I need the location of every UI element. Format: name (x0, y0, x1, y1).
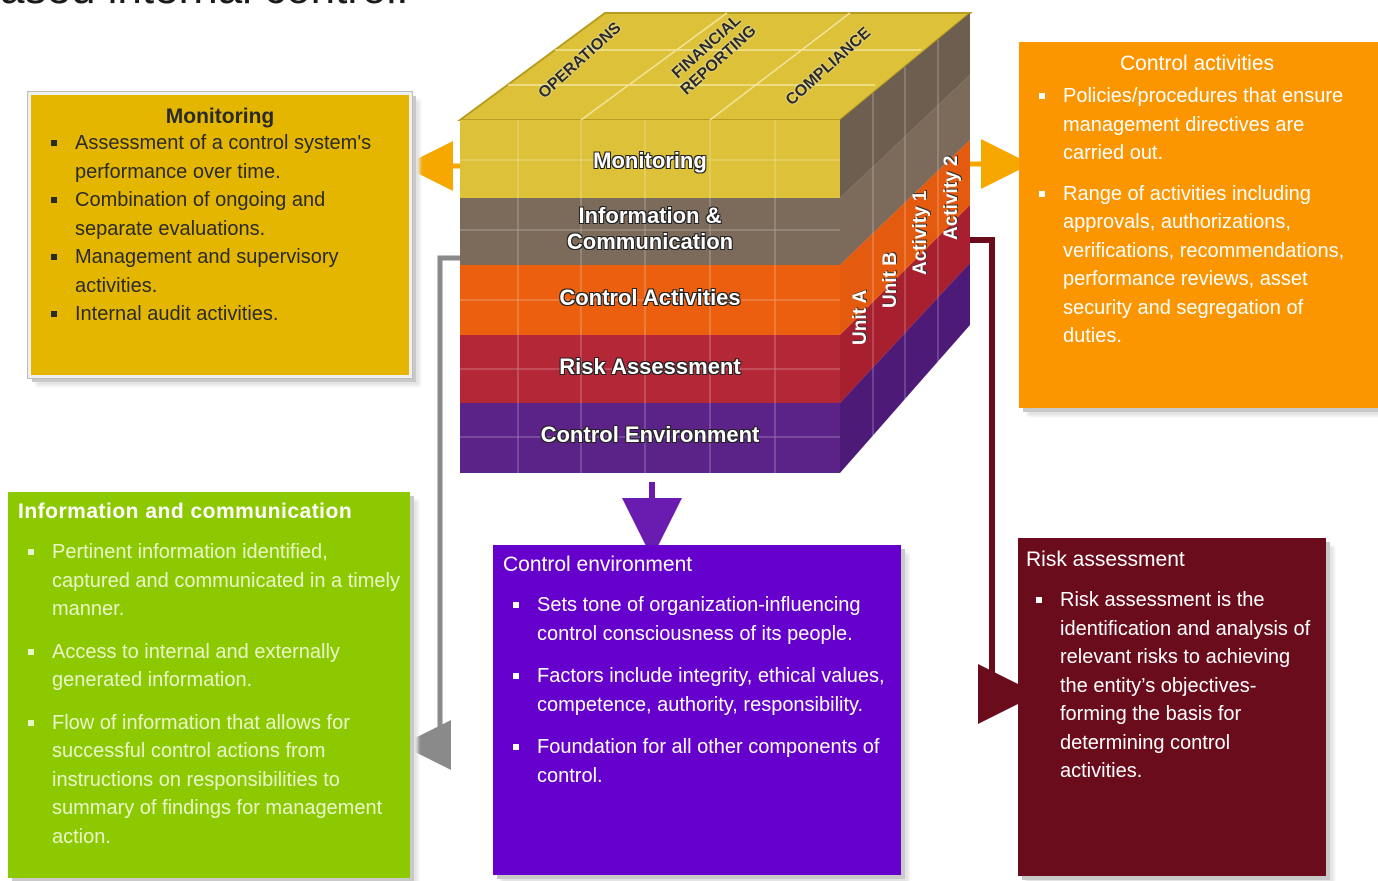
layer-control-activities (460, 265, 840, 335)
risk-assessment-list: Risk assessment is the identification an… (1026, 586, 1316, 786)
info-communication-item: Flow of information that allows for succ… (18, 709, 400, 852)
control-activities-heading: Control activities (1119, 52, 1275, 75)
info-communication-box: Information and communication Pertinent … (8, 492, 410, 878)
info-communication-item: Pertinent information identified, captur… (18, 538, 400, 624)
cube-side-label-activity-2: Activity 2 (941, 155, 962, 240)
side-risk (840, 205, 970, 403)
risk-assessment-item: Risk assessment is the identification an… (1026, 586, 1316, 786)
control-environment-list: Sets tone of organization-influencing co… (503, 591, 891, 790)
control-environment-heading: Control environment (503, 553, 693, 576)
cube-layer-label-info-comm: Information & Communication (566, 203, 734, 254)
monitoring-list: Assessment of a control system's perform… (41, 129, 399, 329)
side-env (840, 263, 970, 473)
monitoring-item: Assessment of a control system's perform… (41, 129, 399, 186)
monitoring-item: Management and supervisory activities. (41, 243, 399, 300)
monitoring-item: Combination of ongoing and separate eval… (41, 186, 399, 243)
layer-info-comm (460, 198, 840, 265)
cube-side-label-unit-a: Unit A (850, 289, 871, 345)
cube-side-label-unit-b: Unit B (880, 252, 901, 308)
control-activities-box: Control activities Policies/procedures t… (1019, 42, 1378, 408)
control-environment-item: Sets tone of organization-influencing co… (503, 591, 891, 648)
cube-layer-label-monitoring: Monitoring (593, 148, 707, 173)
side-info (840, 75, 970, 265)
control-activities-item: Policies/procedures that ensure manageme… (1029, 82, 1365, 168)
layer-control-environment (460, 403, 840, 473)
cube-layer-label-control-environment: Control Environment (540, 422, 760, 447)
cube-layer-label-risk-assessment: Risk Assessment (559, 354, 741, 379)
layer-monitoring (460, 120, 840, 198)
layer-risk-assessment (460, 335, 840, 403)
risk-assessment-heading: Risk assessment (1026, 548, 1185, 571)
info-communication-list: Pertinent information identified, captur… (18, 538, 400, 851)
arrow-to-risk (970, 237, 1038, 724)
risk-assessment-box: Risk assessment Risk assessment is the i… (1018, 538, 1326, 876)
side-control (840, 140, 970, 335)
monitoring-box: Monitoring Assessment of a control syste… (27, 91, 413, 379)
arrow-to-info (401, 255, 462, 770)
side-monitoring (840, 13, 970, 198)
monitoring-heading: Monitoring (165, 105, 275, 128)
cube-side-label-activity-1: Activity 1 (910, 190, 931, 275)
page-title: ased internal control. (0, 0, 408, 14)
cube-layer-label-control-activities: Control Activities (559, 285, 741, 310)
control-environment-item: Factors include integrity, ethical value… (503, 662, 891, 719)
control-activities-item: Range of activities including approvals,… (1029, 180, 1365, 351)
control-activities-list: Policies/procedures that ensure manageme… (1029, 82, 1365, 351)
control-environment-box: Control environment Sets tone of organiz… (493, 545, 901, 875)
info-communication-heading: Information and communication (18, 500, 353, 523)
info-communication-item: Access to internal and externally genera… (18, 638, 400, 695)
coso-cube (456, 12, 973, 473)
monitoring-item: Internal audit activities. (41, 300, 399, 329)
control-environment-item: Foundation for all other components of c… (503, 733, 891, 790)
